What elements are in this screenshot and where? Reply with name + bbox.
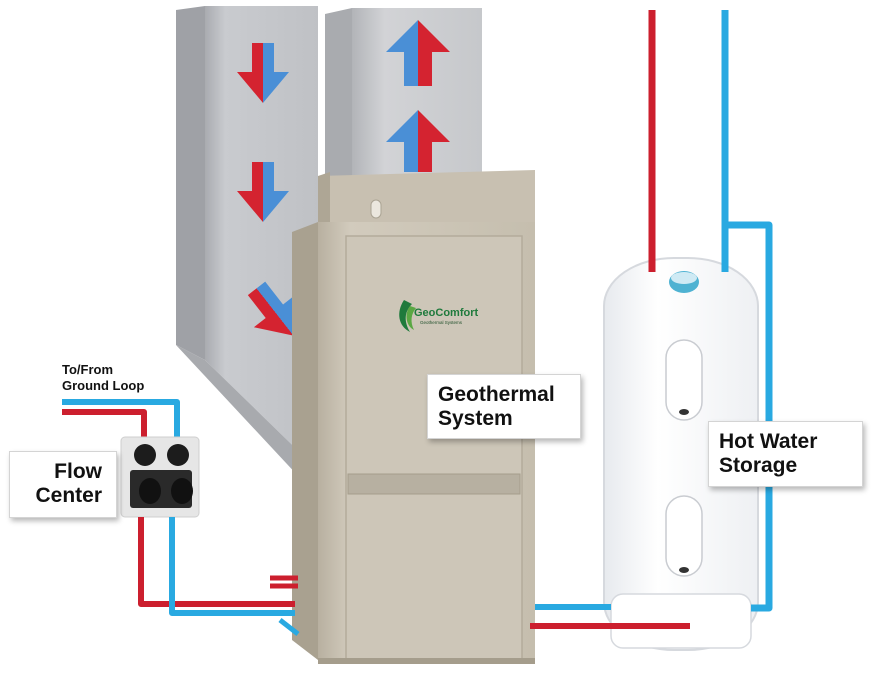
arrow-down-red-blue-icon	[237, 43, 289, 103]
return-arrows	[386, 20, 450, 172]
return-duct	[325, 8, 482, 180]
supply-duct	[176, 6, 318, 478]
arrow-up-blue-red-icon	[386, 110, 450, 172]
flow-to-unit-cold-pipe	[169, 517, 295, 616]
ground-loop-label-line1: To/From	[62, 362, 114, 377]
flow-center-label-line1: Flow	[54, 460, 102, 483]
geothermal-system-label: Geothermal System	[427, 374, 581, 439]
leaf-logo-icon	[399, 300, 416, 332]
geothermal-label-line1: Geothermal	[438, 383, 555, 406]
ground-loop-cold-pipe	[62, 399, 180, 453]
hot-water-tank	[603, 257, 759, 651]
unit-pipes	[138, 517, 300, 636]
flow-center-label-line2: Center	[35, 484, 102, 507]
arrow-down-red-blue-icon	[247, 281, 295, 336]
ground-loop-label: To/From Ground Loop	[62, 362, 144, 394]
geothermal-unit: GeoComfort Geothermal Systems	[292, 170, 535, 664]
hot-water-storage-label: Hot Water Storage	[708, 421, 863, 487]
logo-subtext: Geothermal Systems	[420, 320, 463, 325]
supply-arrows	[237, 43, 295, 336]
flow-to-unit-hot-pipe	[138, 517, 295, 607]
cold-inlet-pipe	[721, 10, 773, 612]
flow-center	[120, 436, 200, 518]
flow-center-label: Flow Center	[9, 451, 117, 518]
logo-text: GeoComfort	[414, 307, 479, 319]
hot-water-label-line1: Hot Water	[719, 430, 818, 453]
ground-loop-label-line2: Ground Loop	[62, 378, 145, 393]
arrow-up-blue-red-icon	[386, 20, 450, 86]
tank-pipes	[530, 10, 773, 629]
arrow-down-red-blue-icon	[237, 162, 289, 222]
hot-water-label-line2: Storage	[719, 454, 798, 477]
geothermal-label-line2: System	[438, 407, 513, 430]
